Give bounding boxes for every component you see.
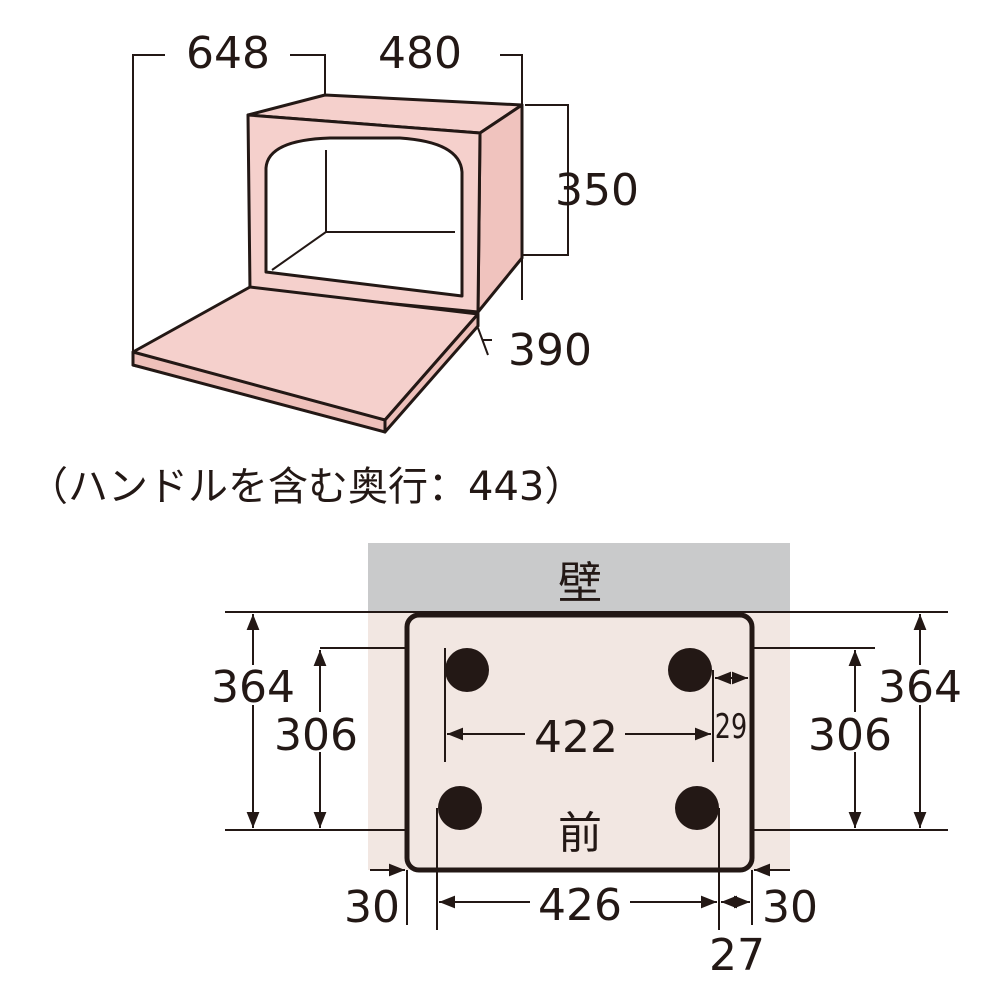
right-clearance-label: 30 xyxy=(762,882,818,933)
back-feet-span-label: 422 xyxy=(534,712,618,763)
depth-label: 390 xyxy=(508,325,592,376)
bottom-extension-lines xyxy=(406,808,753,930)
foot-front-left xyxy=(438,786,482,830)
body-side xyxy=(476,103,524,314)
depth-with-handle-caption: （ハンドルを含む奥行：443） xyxy=(28,464,584,510)
left-clearance-label: 30 xyxy=(344,882,400,933)
installation-floor-plan: 壁 前 364 306 364 306 422 29 30 xyxy=(211,543,962,981)
foot-front-right xyxy=(675,786,719,830)
left-feet-depth-label: 306 xyxy=(274,710,358,761)
foot-back-right xyxy=(668,648,712,692)
door-side-edge xyxy=(383,312,480,434)
microwave-3d-illustration: 648 480 350 390 xyxy=(131,28,639,434)
extension-lines xyxy=(225,611,948,831)
width-body-label: 480 xyxy=(378,28,462,79)
front-label: 前 xyxy=(558,808,602,859)
front-foot-offset-label: 27 xyxy=(709,930,765,981)
width-total-label: 648 xyxy=(186,28,270,79)
right-outer-depth-label: 364 xyxy=(878,662,962,713)
height-dimension-lines xyxy=(520,104,569,256)
right-feet-depth-label: 306 xyxy=(808,710,892,761)
back-foot-offset-label: 29 xyxy=(715,707,747,747)
microwave-footprint xyxy=(404,612,755,873)
front-feet-span-label: 426 xyxy=(538,880,622,931)
wall-label: 壁 xyxy=(558,558,602,609)
wall-area xyxy=(368,543,790,612)
back-feet-extension-lines xyxy=(444,648,714,762)
oven-interior-lines xyxy=(271,150,455,271)
oven-opening xyxy=(264,136,464,298)
left-outer-depth-label: 364 xyxy=(211,662,295,713)
height-label: 350 xyxy=(555,165,639,216)
foot-back-left xyxy=(445,648,489,692)
depth-dimension-line xyxy=(477,327,492,356)
